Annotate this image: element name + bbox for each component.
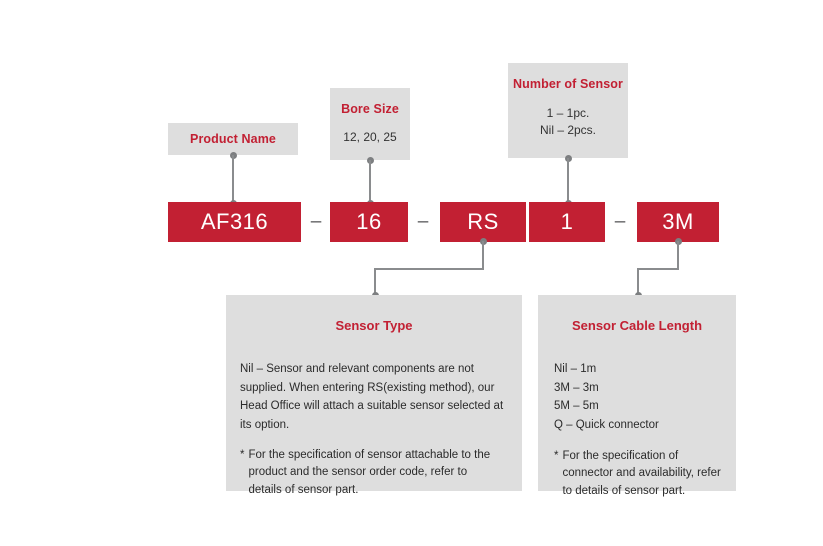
code-chip-product-name-label: AF316 — [200, 209, 269, 234]
code-separator-1: – — [303, 212, 329, 231]
callout-bore-size: Bore Size 12, 20, 25 — [330, 88, 410, 160]
panel-sensor-type-paragraph: Nil – Sensor and relevant components are… — [240, 363, 504, 431]
code-separator-3-glyph: – — [614, 211, 626, 232]
panel-sensor-type-title: Sensor Type — [335, 318, 413, 333]
code-separator-3: – — [607, 212, 633, 231]
panel-sensor-type-footnote-text: For the specification of sensor attachab… — [248, 448, 491, 497]
code-chip-sensor-cable-length[interactable]: 3M — [637, 202, 719, 242]
code-separator-2-glyph: – — [417, 211, 429, 232]
panel-sensor-cable-length-footnote-marker: * — [554, 449, 559, 462]
panel-cable-option-1: Nil – 1m — [554, 363, 597, 375]
code-chip-bore-size[interactable]: 16 — [330, 202, 408, 242]
connector-line-cable-vertical-upper — [677, 241, 679, 269]
callout-number-of-sensor-title: Number of Sensor — [513, 77, 623, 91]
code-separator-2: – — [410, 212, 436, 231]
code-chip-sensor-cable-length-label: 3M — [662, 209, 694, 234]
connector-line-product-name — [232, 155, 234, 205]
panel-cable-option-2: 3M – 3m — [554, 381, 599, 394]
code-chip-sensor-type[interactable]: RS — [440, 202, 526, 242]
panel-sensor-cable-length-footnote: * For the specification of connector and… — [554, 448, 722, 501]
panel-sensor-cable-length: Sensor Cable Length Nil – 1m 3M – 3m 5M … — [538, 295, 736, 497]
connector-line-sensor-type-horizontal — [374, 268, 484, 270]
connector-line-cable-horizontal — [637, 268, 679, 270]
callout-number-of-sensor-line-1: 1 – 1pc. — [546, 106, 590, 120]
code-separator-1-glyph: – — [310, 211, 322, 232]
connector-line-bore-size — [369, 160, 371, 205]
code-chip-sensor-type-label: RS — [467, 209, 499, 234]
panel-sensor-type-footnote-marker: * — [240, 448, 245, 461]
panel-cable-option-3: 5M – 5m — [554, 400, 599, 413]
code-chip-bore-size-label: 16 — [356, 209, 382, 234]
callout-bore-size-title: Bore Size — [341, 102, 399, 116]
callout-product-name: Product Name — [168, 123, 298, 155]
callout-product-name-title: Product Name — [190, 132, 276, 146]
panel-sensor-cable-length-title: Sensor Cable Length — [571, 318, 703, 333]
panel-sensor-type-footnote: * For the specification of sensor attach… — [240, 447, 500, 500]
callout-bore-size-body: 12, 20, 25 — [343, 130, 397, 144]
connector-line-cable-vertical-lower — [637, 268, 639, 296]
connector-line-sensor-type-vertical-lower — [374, 268, 376, 296]
panel-sensor-cable-length-options: Nil – 1m 3M – 3m 5M – 5m Q – Quick conne… — [554, 360, 722, 435]
panel-cable-option-4: Q – Quick connector — [554, 418, 659, 431]
code-chip-number-of-sensor-label: 1 — [560, 209, 574, 234]
connector-line-number-of-sensor — [567, 158, 569, 205]
panel-sensor-cable-length-footnote-text: For the specification of connector and a… — [562, 449, 721, 498]
callout-number-of-sensor-line-2: Nil – 2pcs. — [539, 123, 597, 138]
connector-line-sensor-type-vertical-upper — [482, 241, 484, 269]
code-chip-number-of-sensor[interactable]: 1 — [529, 202, 605, 242]
callout-number-of-sensor: Number of Sensor 1 – 1pc. Nil – 2pcs. — [508, 63, 628, 158]
panel-sensor-type: Sensor Type Nil – Sensor and relevant co… — [226, 295, 522, 496]
code-chip-product-name[interactable]: AF316 — [168, 202, 301, 242]
